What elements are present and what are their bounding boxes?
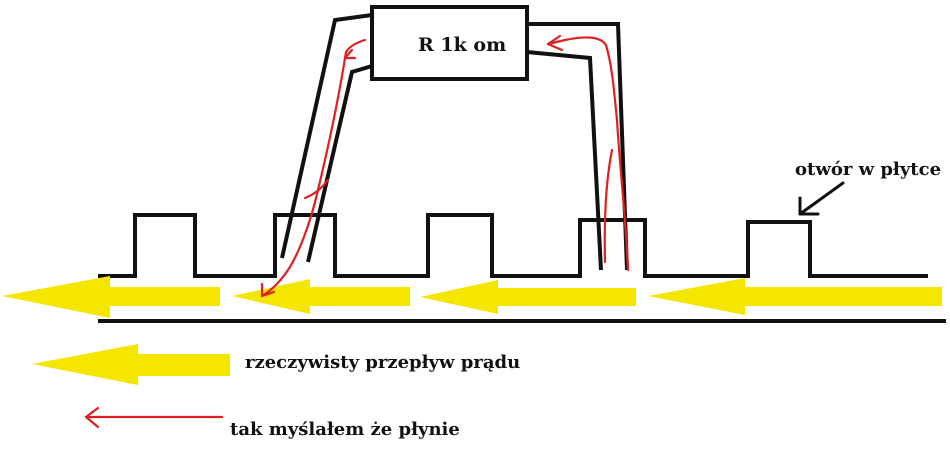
assumed-flow-path (260, 34, 630, 298)
legend-assumed-flow-arrow (84, 406, 224, 429)
resistor-label: R 1k om (418, 34, 506, 56)
actual-flow-arrow-2 (232, 279, 410, 314)
legend-actual-flow-arrow (32, 344, 230, 385)
resistor-lead-left-inner (306, 64, 373, 263)
resistor-lead-right-inner (526, 50, 603, 271)
resistor-lead-left-outer (280, 13, 373, 259)
resistor-body (370, 5, 529, 81)
actual-flow-arrow-1 (2, 276, 220, 318)
actual-flow-arrow-3 (420, 280, 636, 314)
legend-assumed-label: tak myślałem że płynie (230, 419, 460, 440)
legend-actual-label: rzeczywisty przepływ prądu (245, 352, 520, 373)
actual-flow-arrow-4 (648, 278, 942, 315)
resistor-lead-right-outer (527, 22, 629, 271)
board-top-rail (98, 213, 928, 278)
hole-pointer-arrow (798, 181, 845, 216)
hole-label: otwór w płytce (795, 159, 941, 180)
